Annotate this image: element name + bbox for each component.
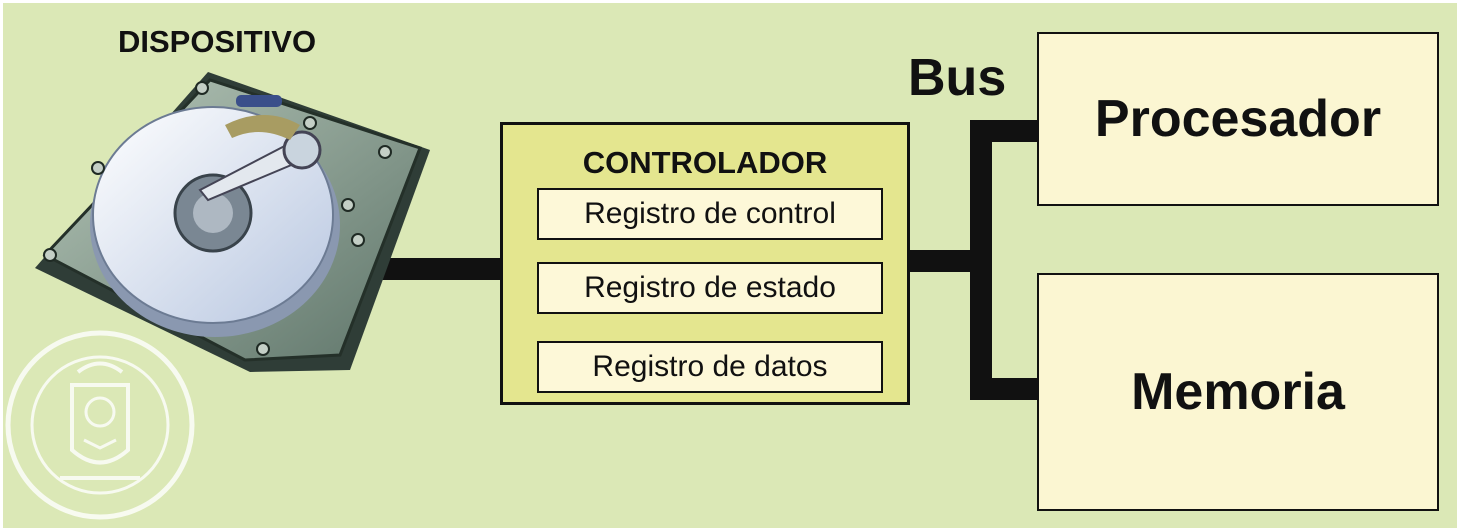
controller-bus-link [910,250,980,272]
screw [303,116,317,130]
screw [341,198,355,212]
screw [378,145,392,159]
controller-box: CONTROLADOR Registro de control Registro… [500,122,910,405]
screw [256,342,270,356]
register-status: Registro de estado [537,262,883,314]
disk-label [236,95,282,107]
screw [91,161,105,175]
processor-box: Procesador [1037,32,1439,206]
bus-to-processor [970,120,1037,142]
actuator-magnet [225,115,300,140]
register-control: Registro de control [537,188,883,240]
actuator-pivot [282,130,322,170]
controller-title: CONTROLADOR [582,145,828,180]
screw [351,233,365,247]
bus-trunk [970,120,992,400]
memory-box: Memoria [1037,273,1439,511]
bus-label: Bus [908,49,1007,107]
screw [195,81,209,95]
register-data: Registro de datos [537,341,883,393]
bus-to-memory [970,378,1037,400]
screw [43,248,57,262]
spindle-hub [193,193,233,233]
device-label: DISPOSITIVO [118,24,317,59]
